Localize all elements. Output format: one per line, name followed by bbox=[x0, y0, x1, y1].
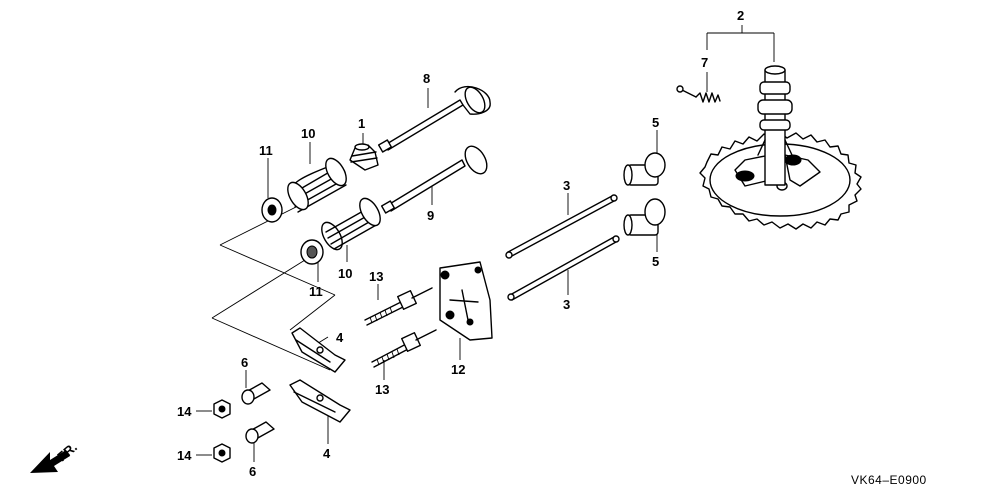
callout-9: 9 bbox=[427, 208, 434, 223]
exhaust-valve bbox=[377, 86, 491, 153]
rocker-pivot-top bbox=[241, 382, 271, 405]
rocker-arm-bottom bbox=[289, 379, 351, 423]
camshaft-gear bbox=[699, 65, 862, 230]
callout-3-top: 3 bbox=[563, 178, 570, 193]
callout-14-bottom: 14 bbox=[177, 448, 192, 463]
callout-4-bottom: 4 bbox=[323, 446, 331, 461]
callout-11-top: 11 bbox=[259, 143, 273, 158]
callout-8: 8 bbox=[423, 71, 430, 86]
callout-labels: 2 7 8 1 10 11 9 10 11 5 5 3 3 13 13 12 4… bbox=[177, 8, 744, 479]
pivot-bolt-bottom bbox=[371, 329, 437, 368]
callout-11-bottom: 11 bbox=[309, 284, 323, 299]
valve-spring-bottom bbox=[321, 197, 381, 251]
callout-13-bottom: 13 bbox=[375, 382, 389, 397]
callout-13-top: 13 bbox=[369, 269, 383, 284]
callout-10-bottom: 10 bbox=[338, 266, 352, 281]
spring-retainer-top bbox=[261, 197, 283, 223]
callout-14-top: 14 bbox=[177, 404, 192, 419]
pivot-adjusting-nut-bottom bbox=[213, 443, 231, 463]
spring-retainer-bottom bbox=[300, 239, 324, 265]
callout-6-bottom: 6 bbox=[249, 464, 256, 479]
front-direction-arrow bbox=[30, 450, 70, 473]
callout-7: 7 bbox=[701, 55, 708, 70]
tappet-top bbox=[623, 152, 666, 186]
decompressor-spring bbox=[676, 85, 721, 103]
callout-10-top: 10 bbox=[301, 126, 315, 141]
callout-1: 1 bbox=[358, 116, 365, 131]
pivot-bolt-top bbox=[364, 287, 433, 326]
callout-12: 12 bbox=[451, 362, 465, 377]
callout-5-bottom: 5 bbox=[652, 254, 659, 269]
diagram-code: VK64–E0900 bbox=[851, 473, 927, 487]
intake-valve bbox=[380, 145, 488, 214]
valve-spring-top bbox=[287, 157, 347, 213]
callout-3-bottom: 3 bbox=[563, 297, 570, 312]
callout-4-top: 4 bbox=[336, 330, 344, 345]
leader-lines bbox=[196, 25, 775, 462]
pivot-adjusting-nut-top bbox=[213, 399, 231, 419]
push-rod-guide-plate bbox=[439, 261, 493, 341]
rocker-pivot-bottom bbox=[245, 421, 275, 444]
tappet-bottom bbox=[623, 198, 666, 236]
callout-5-top: 5 bbox=[652, 115, 659, 130]
callout-6-top: 6 bbox=[241, 355, 248, 370]
valve-stem-seal bbox=[349, 143, 379, 171]
rocker-arm-top bbox=[291, 327, 346, 373]
callout-2: 2 bbox=[737, 8, 744, 23]
push-rods bbox=[505, 194, 620, 301]
